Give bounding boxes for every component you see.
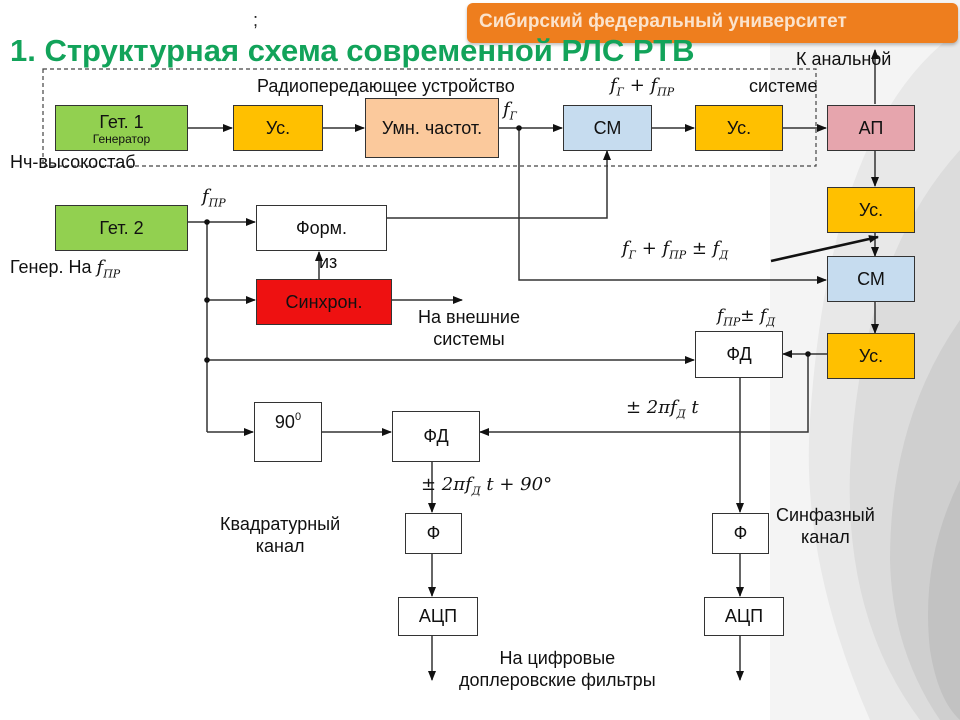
block-adc2: АЦП bbox=[704, 597, 784, 636]
block-get1: Гет. 1 Генератор bbox=[55, 105, 188, 151]
label-gener-text: Генер. На bbox=[10, 257, 92, 277]
wire-form-sm1 bbox=[387, 150, 611, 219]
label-iz: из bbox=[319, 252, 338, 272]
pointer-arrow bbox=[770, 235, 879, 263]
junction-sinkhron bbox=[204, 297, 210, 303]
block-get1-sublabel: Генератор bbox=[92, 132, 151, 147]
formula-sub: Г bbox=[616, 85, 624, 99]
formula-sub: Г bbox=[509, 109, 517, 123]
junction-us4 bbox=[805, 351, 811, 357]
formula-sub: Д bbox=[719, 248, 729, 262]
formula-sub: ПР bbox=[723, 315, 741, 329]
junction-get2 bbox=[204, 219, 210, 225]
label-digital-line1: На цифровые bbox=[499, 648, 616, 668]
formula-sub: ПР bbox=[208, 196, 226, 210]
formula-sub: Д bbox=[471, 484, 481, 498]
block-sm1: СМ bbox=[563, 105, 652, 151]
formula-sub: ПР bbox=[669, 248, 687, 262]
block-form: Форм. bbox=[256, 205, 387, 251]
label-gener: Генер. На fПР bbox=[10, 257, 120, 281]
label-digital-filters: На цифровые доплеровские фильтры bbox=[459, 648, 656, 691]
block-get2: Гет. 2 bbox=[55, 205, 188, 251]
block-adc1: АЦП bbox=[398, 597, 478, 636]
block-sm2: СМ bbox=[827, 256, 915, 302]
block-umn: Умн. частот. bbox=[365, 98, 499, 158]
wire-us4-fd2 bbox=[479, 354, 809, 436]
formula-2pi-fd-t-90: ± 2πfД t + 90° bbox=[421, 474, 553, 498]
university-name: Сибирский федеральный университет bbox=[479, 11, 847, 32]
block-fd1: ФД bbox=[695, 331, 783, 378]
label-external-line1: На внешние bbox=[418, 307, 520, 327]
formula-sub: Д bbox=[766, 315, 776, 329]
block-90-value: 90 bbox=[274, 412, 295, 432]
formula-sub: ПР bbox=[657, 85, 675, 99]
block-us3: Ус. bbox=[827, 187, 915, 233]
label-kanal-top: К анальной bbox=[796, 49, 892, 69]
junction-fd1 bbox=[204, 357, 210, 363]
block-f1: Ф bbox=[405, 513, 462, 554]
formula-sub: Д bbox=[676, 407, 686, 421]
university-banner: Сибирский федеральный университет bbox=[467, 3, 958, 43]
formula-fg-plus-fpr: fГ + fПР bbox=[610, 75, 675, 99]
stray-mark: ; bbox=[253, 10, 259, 30]
formula-fpr-fd: fПР± fД bbox=[717, 306, 776, 329]
label-external-line2: системы bbox=[433, 328, 505, 349]
block-us4: Ус. bbox=[827, 333, 915, 379]
block-us2: Ус. bbox=[695, 105, 783, 151]
label-inphase: Синфазный канал bbox=[776, 505, 875, 548]
label-transmitter: Радиопередающее устройство bbox=[257, 76, 515, 96]
wire-fg-to-sm2 bbox=[518, 128, 827, 284]
label-quadrature-line2: канал bbox=[255, 535, 305, 556]
block-f2: Ф bbox=[712, 513, 769, 554]
formula-fg: fГ bbox=[503, 99, 517, 123]
label-quadrature: Квадратурный канал bbox=[220, 514, 340, 557]
transmitter-frame bbox=[42, 68, 817, 167]
block-ap: АП bbox=[827, 105, 915, 151]
slide-title: 1. Структурная схема современной РЛС РТВ bbox=[10, 33, 695, 68]
label-digital-line2: доплеровские фильтры bbox=[459, 669, 656, 690]
formula-fpr-gener: fПР bbox=[96, 257, 121, 281]
junction-fg bbox=[516, 125, 522, 131]
label-sisteme: системе bbox=[749, 76, 818, 96]
formula-sum-doppler: fГ + fПР ± fД bbox=[622, 238, 729, 262]
formula-2pi-fd-t: ± 2πfД t bbox=[626, 397, 699, 421]
label-inphase-line1: Синфазный bbox=[776, 505, 875, 525]
label-external: На внешние системы bbox=[418, 307, 520, 350]
label-inphase-line2: канал bbox=[801, 526, 850, 547]
block-sinkhron: Синхрон. bbox=[256, 279, 392, 325]
formula-sub: Г bbox=[628, 248, 636, 262]
formula-fpr: fПР bbox=[202, 186, 226, 210]
formula-sub: ПР bbox=[103, 267, 121, 281]
block-fd2: ФД bbox=[392, 411, 480, 462]
label-nch: Нч-высокостаб bbox=[10, 152, 136, 172]
label-quadrature-line1: Квадратурный bbox=[220, 514, 341, 534]
block-us1: Ус. bbox=[233, 105, 323, 151]
block-90-degree: 0 bbox=[294, 411, 302, 423]
block-get1-label: Гет. 1 bbox=[99, 111, 144, 132]
